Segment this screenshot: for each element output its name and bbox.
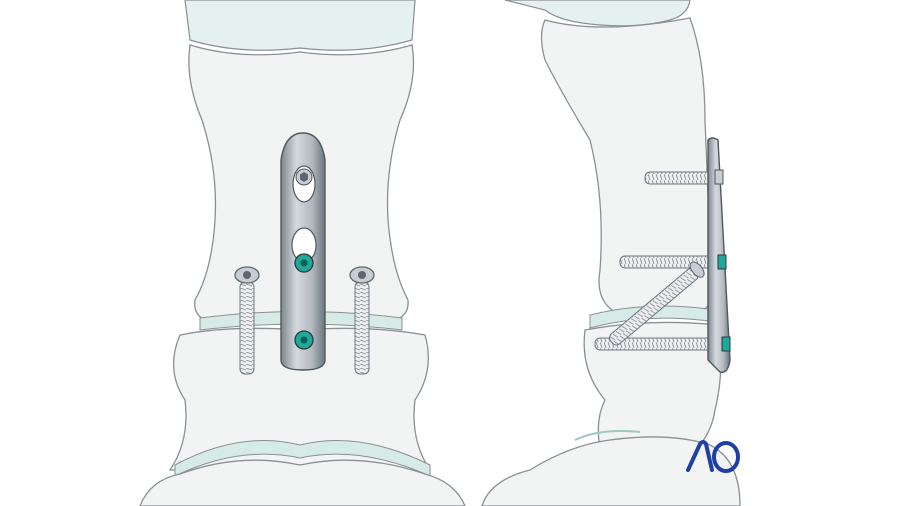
oblique-lag-screw <box>609 261 705 346</box>
lateral-view <box>481 0 741 506</box>
distal-bone-lateral <box>583 321 722 449</box>
screw-lateral-2 <box>619 255 718 269</box>
locking-plate-lateral <box>707 137 731 373</box>
anterior-view <box>139 0 466 506</box>
locking-screw-head <box>721 336 731 352</box>
screw-lateral-1 <box>644 171 718 185</box>
cortical-screw-right <box>349 266 375 375</box>
middle-bone-lateral <box>540 17 714 313</box>
base-bone <box>139 459 466 506</box>
ao-logo <box>686 440 740 473</box>
locking-screw-head <box>717 254 727 270</box>
base-bone-lateral <box>481 436 741 506</box>
locking-plate-anterior <box>280 132 326 371</box>
cortical-screw-left <box>234 266 260 375</box>
proximal-phalanx-top <box>184 0 416 51</box>
